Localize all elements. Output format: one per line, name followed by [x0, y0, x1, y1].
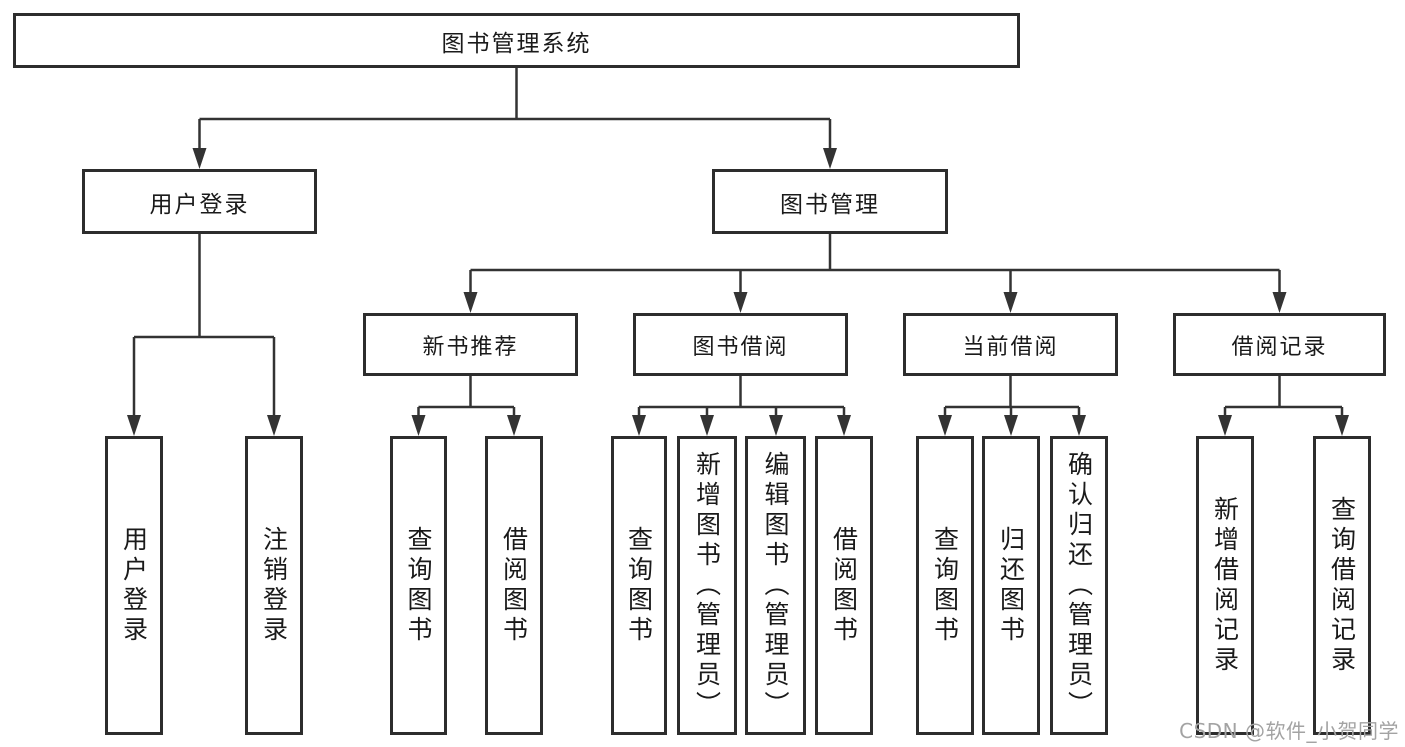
node-book-management: 图书管理 [712, 169, 948, 234]
leaf-borrow-books-recommend: 借阅图书 [485, 436, 543, 735]
leaf-confirm-return-admin: 确认归还（管理员） [1050, 436, 1108, 735]
node-book-borrow: 图书借阅 [633, 313, 848, 376]
leaf-query-books-borrow: 查询图书 [611, 436, 667, 735]
leaf-add-borrow-record: 新增借阅记录 [1196, 436, 1254, 735]
node-current-borrow: 当前借阅 [903, 313, 1118, 376]
leaf-edit-books-admin: 编辑图书（管理员） [745, 436, 806, 735]
leaf-add-books-admin: 新增图书（管理员） [677, 436, 737, 735]
leaf-borrow-books: 借阅图书 [815, 436, 873, 735]
leaf-return-books: 归还图书 [982, 436, 1040, 735]
leaf-query-borrow-record: 查询借阅记录 [1313, 436, 1371, 735]
leaf-user-login: 用户登录 [105, 436, 163, 735]
node-user-login: 用户登录 [82, 169, 317, 234]
node-borrow-records: 借阅记录 [1173, 313, 1386, 376]
csdn-watermark: CSDN @软件_小贺同学 [1179, 719, 1399, 743]
node-library-management-system: 图书管理系统 [13, 13, 1020, 68]
leaf-logout-login: 注销登录 [245, 436, 303, 735]
leaf-query-books-current: 查询图书 [916, 436, 974, 735]
node-new-book-recommend: 新书推荐 [363, 313, 578, 376]
leaf-query-books-recommend: 查询图书 [390, 436, 447, 735]
